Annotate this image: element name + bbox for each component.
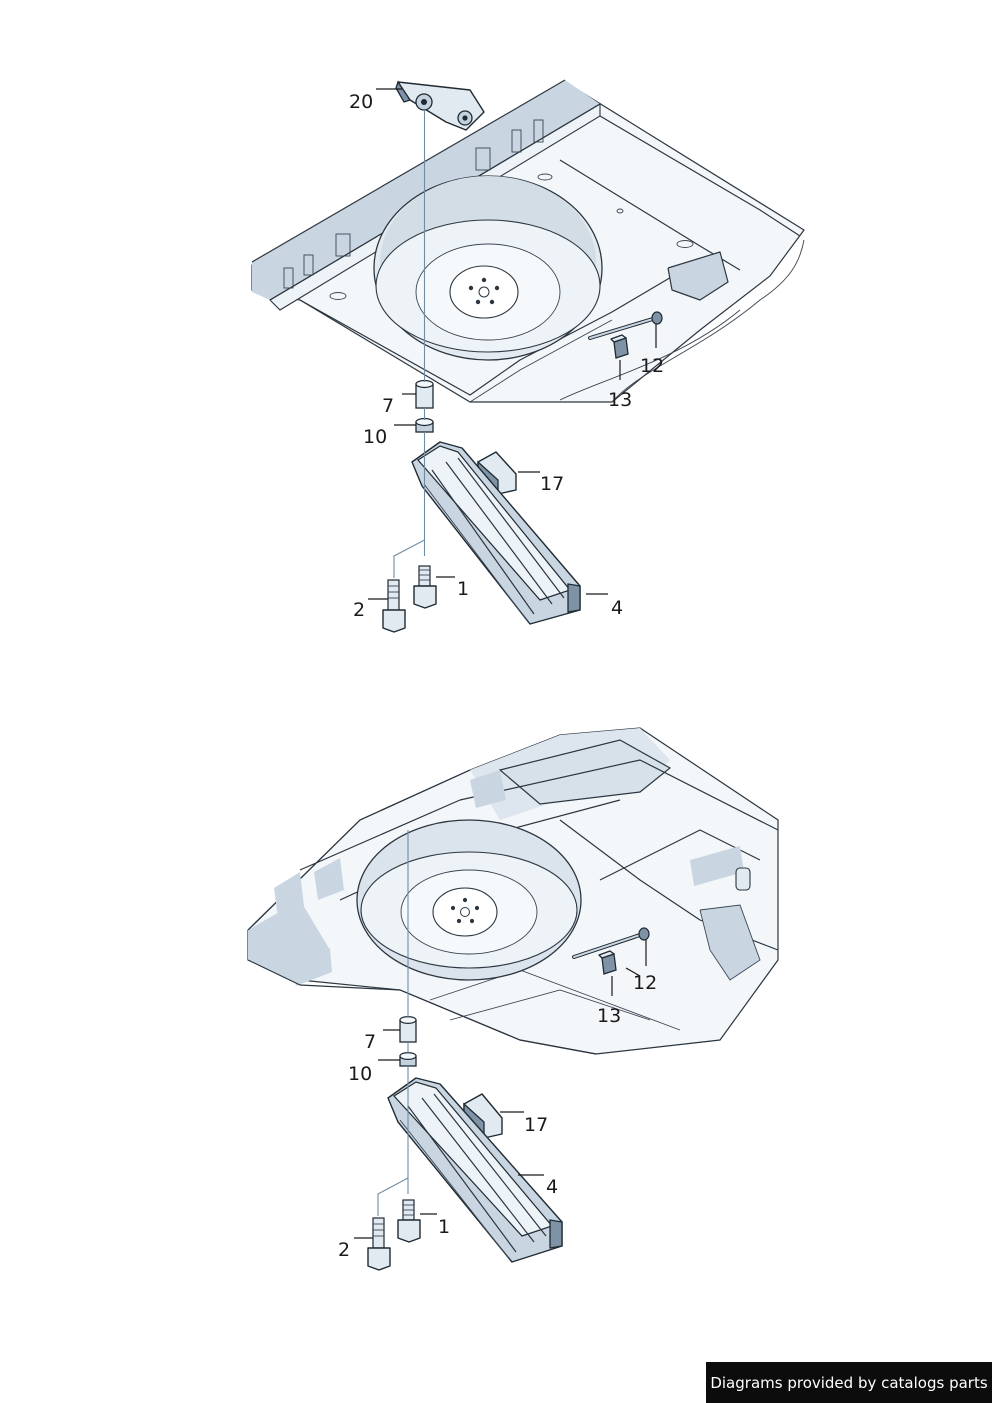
callout-2: 2 [338, 1239, 350, 1261]
callout-17: 17 [540, 473, 564, 495]
bolt-part-2-lower [367, 1217, 391, 1271]
washer-part-10 [415, 417, 434, 433]
leader-lines-lower [354, 940, 647, 1239]
rod-part-12 [588, 311, 663, 340]
callouts-upper: 20 12 13 7 10 17 1 2 4 [349, 91, 664, 621]
callout-4: 4 [611, 597, 623, 619]
bolt-part-1-lower [397, 1199, 421, 1243]
spare-wheel-upper [373, 175, 603, 361]
lower-assembly-view: 12 13 7 10 17 1 2 4 [247, 727, 779, 1271]
callout-13: 13 [597, 1005, 621, 1027]
upper-assembly-view: 20 12 13 7 10 17 1 2 4 [251, 79, 805, 633]
assembly-axis-upper [393, 110, 426, 578]
callout-1: 1 [438, 1216, 450, 1238]
callout-7: 7 [382, 395, 394, 417]
callout-7: 7 [364, 1031, 376, 1053]
footer-text: Diagrams provided by catalogs parts [710, 1373, 988, 1392]
callout-13: 13 [608, 389, 632, 411]
cover-part-4 [411, 441, 581, 625]
bracket-part-20 [395, 80, 485, 131]
callout-17: 17 [524, 1114, 548, 1136]
callout-12: 12 [640, 355, 664, 377]
assembly-axis-lower [377, 830, 409, 1216]
callout-1: 1 [457, 578, 469, 600]
spacer-part-7 [415, 379, 434, 409]
bolt-part-1 [413, 565, 437, 609]
callouts-lower: 12 13 7 10 17 1 2 4 [338, 972, 657, 1261]
spacer-part-7-lower [399, 1015, 417, 1043]
callout-4: 4 [546, 1176, 558, 1198]
callout-2: 2 [353, 599, 365, 621]
rod-part-12-lower [572, 927, 650, 959]
callout-10: 10 [363, 426, 387, 448]
callout-10: 10 [348, 1063, 372, 1085]
washer-part-10-lower [399, 1051, 417, 1067]
bolt-part-2 [382, 579, 406, 633]
spare-wheel-lower [356, 819, 582, 981]
cover-part-4-lower [387, 1077, 563, 1263]
callout-20: 20 [349, 91, 373, 113]
block-part-13 [610, 334, 629, 359]
leader-lines-upper [368, 88, 657, 600]
block-part-13-lower [598, 950, 617, 975]
callout-12: 12 [633, 972, 657, 994]
footer-badge: Diagrams provided by catalogs parts [706, 1362, 992, 1403]
